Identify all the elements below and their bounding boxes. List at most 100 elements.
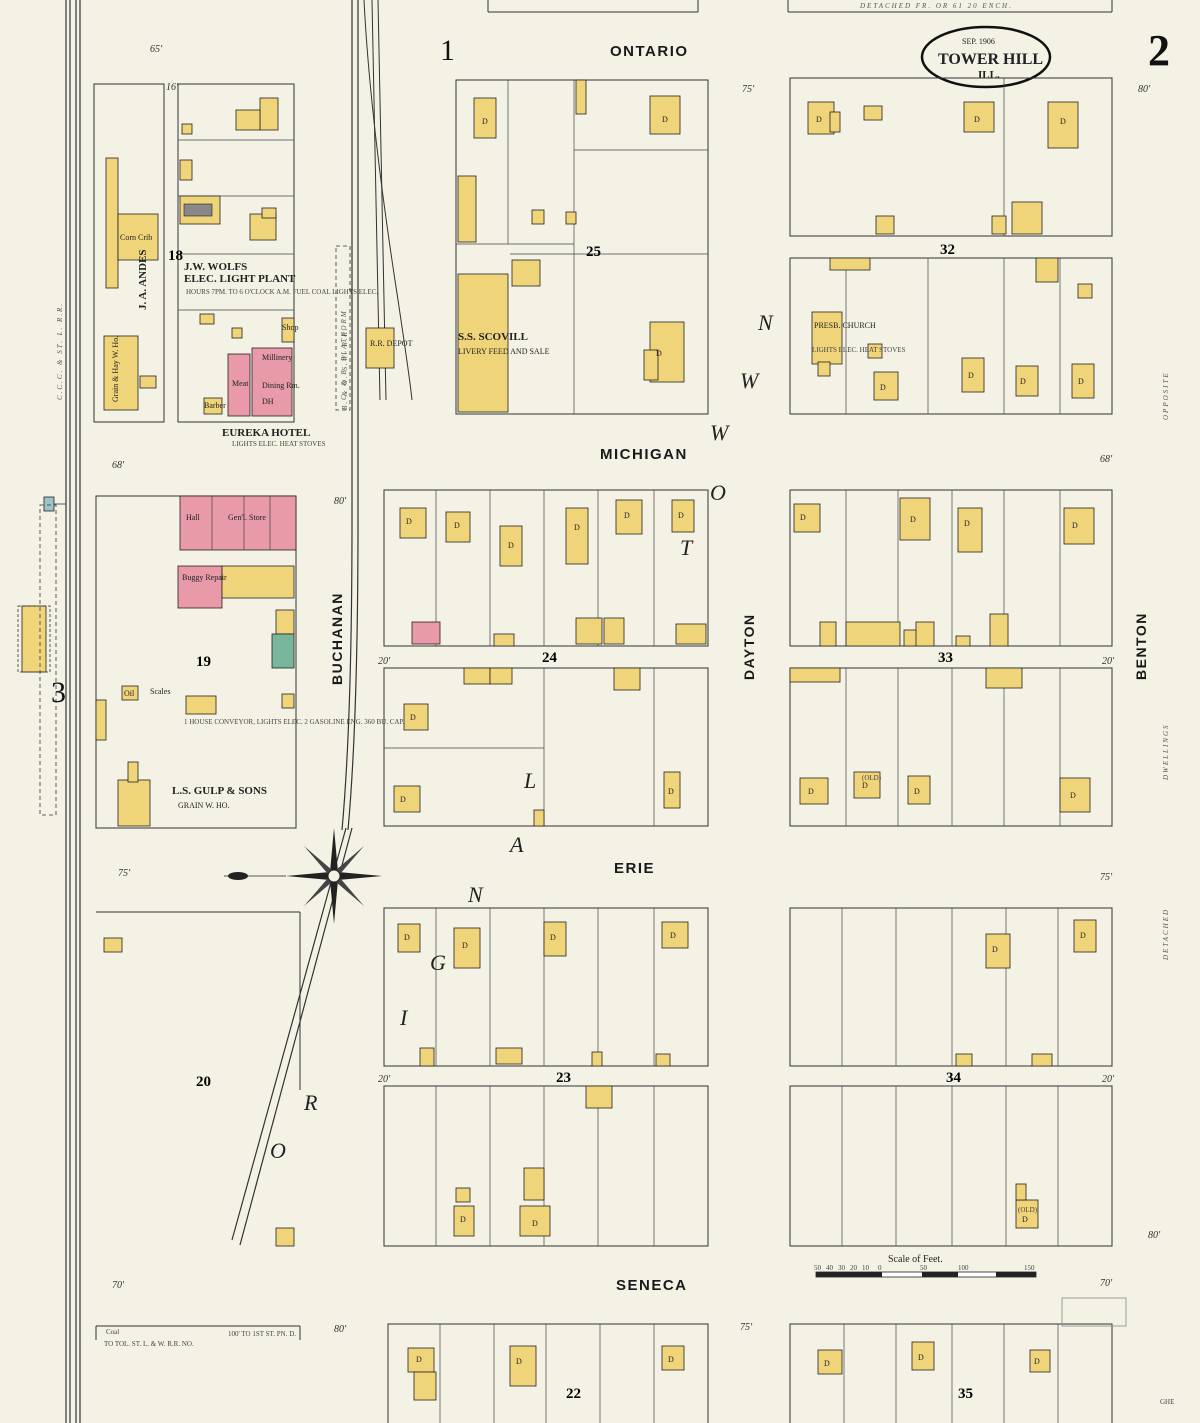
svg-text:70': 70' xyxy=(1100,1278,1113,1289)
svg-text:D: D xyxy=(1022,1215,1028,1224)
svg-text:D: D xyxy=(550,933,556,942)
meat-label: Meat xyxy=(232,379,249,388)
street-michigan: MICHIGAN xyxy=(600,446,688,463)
corn-crib-label: Corn Crib xyxy=(120,233,152,242)
grain-who-label: GRAIN W. HO. xyxy=(178,801,230,810)
svg-text:30: 30 xyxy=(838,1264,846,1272)
svg-text:D: D xyxy=(410,713,416,722)
svg-text:70': 70' xyxy=(112,1280,125,1291)
svg-text:D: D xyxy=(668,1355,674,1364)
elec-note: HOURS 7PM. TO 6 O'CLOCK A.M. FUEL COAL L… xyxy=(186,288,378,296)
block-33-label: 33 xyxy=(938,650,953,666)
street-dayton: DAYTON xyxy=(741,613,757,680)
bo-sw-label: B. & O. S.W. R.R. xyxy=(341,326,349,410)
svg-text:80': 80' xyxy=(334,1324,347,1335)
svg-text:D: D xyxy=(974,115,980,124)
svg-text:68': 68' xyxy=(112,460,125,471)
millinery-label: Millinery xyxy=(262,353,292,362)
svg-text:10: 10 xyxy=(862,1264,870,1272)
eureka-label: EUREKA HOTEL xyxy=(222,427,310,439)
svg-text:D: D xyxy=(624,511,630,520)
svg-text:75': 75' xyxy=(118,868,131,879)
svg-text:O: O xyxy=(710,480,726,505)
svg-text:D: D xyxy=(1070,791,1076,800)
block-20-label: 20 xyxy=(196,1074,211,1090)
church-note: LIGHTS ELEC. HEAT STOVES xyxy=(812,346,906,354)
svg-text:D: D xyxy=(574,523,580,532)
svg-text:D: D xyxy=(678,511,684,520)
svg-text:D: D xyxy=(404,933,410,942)
block-22-label: 22 xyxy=(566,1386,581,1402)
block-32-label: 32 xyxy=(940,242,955,258)
title-state: ILL. xyxy=(978,69,1000,81)
block-24-label: 24 xyxy=(542,650,558,666)
svg-text:R: R xyxy=(303,1090,318,1115)
rr-depot xyxy=(365,327,395,369)
svg-text:150: 150 xyxy=(1024,1264,1035,1272)
svg-text:16': 16' xyxy=(166,82,179,93)
block-33: 33 xyxy=(789,489,1113,827)
buggy-repair-label: Buggy Repair xyxy=(182,573,227,582)
svg-text:D: D xyxy=(964,519,970,528)
hall-label: Hall xyxy=(186,513,201,522)
block-35-label: 35 xyxy=(958,1386,973,1402)
svg-text:75': 75' xyxy=(1100,872,1113,883)
scales-label: Scales xyxy=(150,687,170,696)
livery-label: LIVERY FEED AND SALE xyxy=(458,347,550,356)
svg-text:D: D xyxy=(508,541,514,550)
svg-text:N: N xyxy=(467,882,484,907)
block-23: 23 xyxy=(383,907,709,1247)
svg-text:N: N xyxy=(757,310,774,335)
title-date: SEP. 1906 xyxy=(962,37,995,46)
ccc-stl-railroad: C.C.C. & ST. L. R.R. xyxy=(56,0,81,1423)
svg-text:80': 80' xyxy=(1138,84,1151,95)
svg-text:D: D xyxy=(662,115,668,124)
dining-label: Dining Rm. xyxy=(262,381,300,390)
svg-text:D: D xyxy=(800,513,806,522)
svg-text:D: D xyxy=(1034,1357,1040,1366)
stamp xyxy=(1061,1297,1127,1327)
svg-text:D: D xyxy=(992,945,998,954)
block-20: 20 TO TOL. ST. L. & W. R.R. NO. 100' TO … xyxy=(95,911,301,1348)
platform-label: C. & B. PLATFORM xyxy=(340,309,348,400)
svg-text:W: W xyxy=(710,420,730,445)
block-18: Corn Crib J. A. ANDES Grain & Hay W. Ho.… xyxy=(93,83,378,448)
svg-text:D: D xyxy=(918,1353,924,1362)
svg-text:20': 20' xyxy=(1102,1074,1115,1085)
svg-text:20': 20' xyxy=(1102,656,1115,667)
svg-text:80': 80' xyxy=(334,496,347,507)
side-note-opposite: OPPOSITE xyxy=(1162,371,1170,420)
grain-hay-label: Grain & Hay W. Ho. xyxy=(111,336,120,402)
block-18-label: 18 xyxy=(168,248,183,264)
svg-text:D: D xyxy=(1060,117,1066,126)
svg-text:D: D xyxy=(910,515,916,524)
svg-text:D: D xyxy=(462,941,468,950)
block-1-label: 1 xyxy=(440,34,455,67)
svg-text:40: 40 xyxy=(826,1264,834,1272)
svg-text:75': 75' xyxy=(740,1322,753,1333)
block-19-label: 19 xyxy=(196,654,211,670)
svg-text:68': 68' xyxy=(1100,454,1113,465)
svg-text:W: W xyxy=(740,368,760,393)
side-note-dwellings: DWELLINGS xyxy=(1162,723,1170,781)
svg-text:50: 50 xyxy=(814,1264,822,1272)
svg-text:75': 75' xyxy=(742,84,755,95)
svg-text:20: 20 xyxy=(850,1264,858,1272)
rr-signal-box xyxy=(43,496,55,512)
svg-text:D: D xyxy=(808,787,814,796)
old-label: (OLD) xyxy=(862,774,882,782)
block-19: Hall Gen'l. Store Buggy Repair Scales Oi… xyxy=(95,495,405,829)
svg-text:D: D xyxy=(670,931,676,940)
coal-label: Coal xyxy=(106,1328,119,1336)
rr-building xyxy=(21,605,47,673)
dh-label: DH xyxy=(262,397,274,406)
street-ontario: ONTARIO xyxy=(610,43,689,60)
svg-text:100: 100 xyxy=(958,1264,969,1272)
svg-text:D: D xyxy=(406,517,412,526)
corner-mark: GHE xyxy=(1160,1398,1174,1406)
old-label-2: (OLD) xyxy=(1018,1206,1038,1214)
svg-text:D: D xyxy=(824,1359,830,1368)
block-32: 32 PRESB. CHURCH LIGHTS ELEC. HEAT STOVE… xyxy=(789,77,1113,415)
grain-note: 1 HOUSE CONVEYOR, LIGHTS ELEC. 2 GASOLIN… xyxy=(184,718,405,726)
shop-label: Shop xyxy=(282,323,298,332)
